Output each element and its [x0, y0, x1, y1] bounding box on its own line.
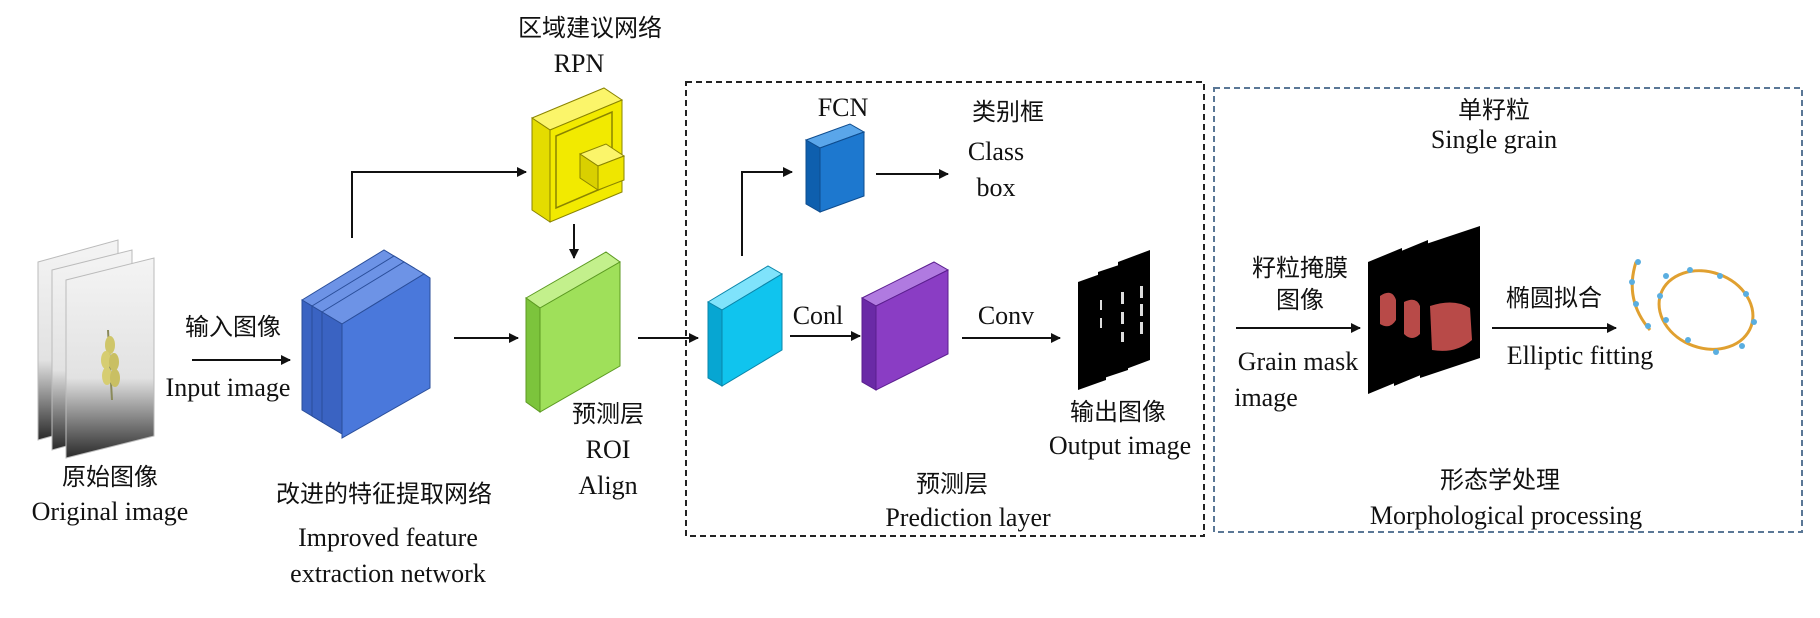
ellipse-fit-graphic [1629, 259, 1757, 355]
conl-label: Conl [793, 301, 844, 330]
rpn-label-zh: 区域建议网络 [518, 14, 662, 42]
roi-label-zh: 预测层 [572, 400, 644, 428]
class-box-label-en-2: box [977, 173, 1016, 202]
grain-mask-label-en-2: image [1234, 383, 1298, 412]
grain-mask-label-zh-2: 图像 [1276, 286, 1324, 314]
prediction-conv-block [860, 261, 950, 391]
single-grain-label-en: Single grain [1431, 125, 1557, 154]
elliptic-fitting-label-en: Elliptic fitting [1507, 341, 1654, 370]
output-image-stack [1078, 250, 1150, 390]
roi-label-en-1: ROI [586, 435, 631, 464]
elliptic-fitting-label-zh: 椭圆拟合 [1506, 284, 1602, 312]
roi-align-block [525, 251, 621, 413]
class-box-label-zh: 类别框 [972, 98, 1044, 126]
morphological-processing-frame [1213, 87, 1803, 533]
rpn-label-en: RPN [554, 49, 605, 78]
rpn-block [530, 87, 626, 223]
input-image-label-zh: 输入图像 [185, 313, 281, 341]
input-image-label-en: Input image [166, 373, 291, 402]
to-fcn-arrow [741, 167, 793, 256]
morphological-label-en: Morphological processing [1370, 501, 1642, 530]
grain-mask-label-zh-1: 籽粒掩膜 [1252, 254, 1348, 282]
original-image-label-en: Original image [32, 497, 189, 526]
output-image-label-en: Output image [1049, 431, 1191, 460]
prediction-input-block [707, 265, 783, 387]
backbone-block-stack [301, 249, 431, 439]
backbone-label-zh: 改进的特征提取网络 [276, 480, 492, 508]
backbone-to-rpn-arrow [351, 167, 527, 238]
prediction-layer-frame [685, 81, 1205, 537]
original-image-label-zh: 原始图像 [62, 463, 158, 491]
class-box-label-en-1: Class [968, 137, 1024, 166]
grain-mask-label-en-1: Grain mask [1238, 347, 1359, 376]
morphological-label-zh: 形态学处理 [1440, 466, 1560, 494]
roi-label-en-2: Align [578, 471, 637, 500]
fcn-block [804, 123, 866, 213]
backbone-label-en-1: Improved feature [298, 523, 478, 552]
output-image-label-zh: 输出图像 [1070, 398, 1166, 426]
single-grain-label-zh: 单籽粒 [1458, 96, 1530, 124]
prediction-layer-label-zh: 预测层 [916, 470, 988, 498]
backbone-label-en-2: extraction network [290, 559, 486, 588]
wheat-spike-icon [101, 329, 120, 401]
fcn-label: FCN [818, 93, 869, 122]
grain-mask-stack [1368, 226, 1480, 394]
original-image-stack [37, 239, 155, 459]
prediction-layer-label-en: Prediction layer [885, 503, 1051, 532]
conv-label: Conv [978, 301, 1034, 330]
